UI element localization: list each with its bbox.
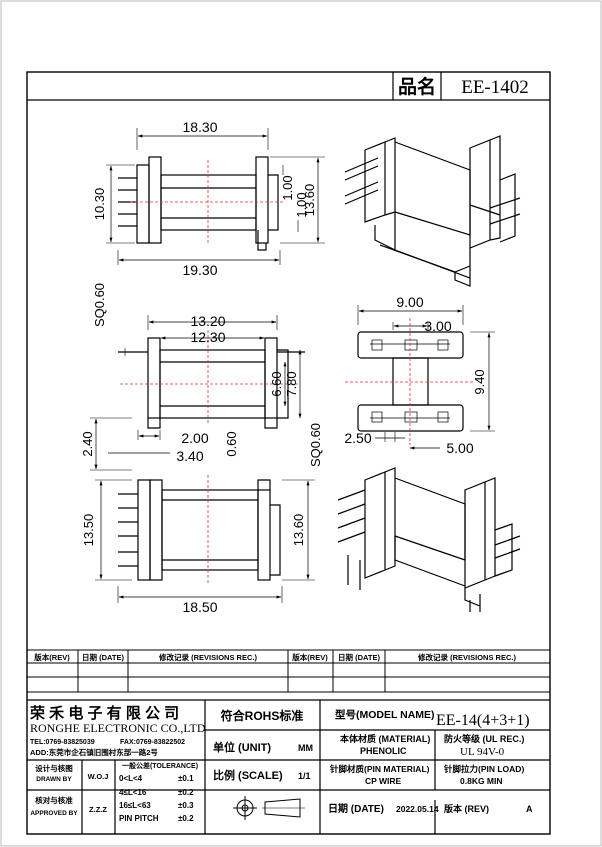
title-block-grid bbox=[27, 699, 550, 834]
tolerance-range-1: 0<L<4 bbox=[119, 774, 143, 783]
dim-end-pitch: 2.50 bbox=[344, 430, 371, 446]
company-fax: FAX:0769-83822502 bbox=[120, 739, 185, 746]
dim-bottom-height-left: 13.50 bbox=[81, 514, 96, 547]
dim-end-width: 9.00 bbox=[396, 294, 423, 310]
scale-label: 比例 (SCALE) bbox=[213, 768, 283, 782]
rev-header-rev-2: 版本(REV) bbox=[291, 652, 328, 662]
dim-end-inner: 3.00 bbox=[424, 318, 451, 334]
dim-top-d2: 1.00 bbox=[294, 192, 309, 217]
unit-value: MM bbox=[298, 743, 313, 753]
rev-header-rev-1: 版本(REV) bbox=[33, 652, 70, 662]
projection-symbol-icon bbox=[233, 796, 305, 820]
tolerance-value-3: ±0.3 bbox=[178, 801, 194, 810]
dim-side-h2: 7.80 bbox=[284, 371, 299, 396]
date-value: 2022.05.14 bbox=[396, 804, 439, 814]
scale-value: 1/1 bbox=[298, 771, 311, 781]
tolerance-range-3: 16≤L<63 bbox=[119, 801, 151, 810]
dim-side-sq-left: SQ0.60 bbox=[92, 283, 107, 327]
rohs-label: 符合ROHS标准 bbox=[221, 708, 304, 723]
part-name-box: 品名 EE-1402 bbox=[27, 72, 550, 101]
dim-bottom-height-right: 13.60 bbox=[291, 514, 306, 547]
pin-material-value: CP WIRE bbox=[365, 776, 402, 786]
end-view bbox=[345, 305, 495, 450]
material-label: 本体材质 (MATERIAL) bbox=[340, 733, 430, 744]
dim-top-height-right: 13.60 bbox=[302, 184, 317, 217]
top-view bbox=[106, 128, 325, 265]
unit-label: 单位 (UNIT) bbox=[213, 740, 271, 754]
rev-value: A bbox=[526, 804, 533, 814]
pin-load-label: 针脚拉力(PIN LOAD) bbox=[444, 764, 524, 774]
dim-top-width: 18.30 bbox=[182, 119, 217, 135]
drawn-label-en: DRAWN BY bbox=[36, 776, 72, 783]
company-info: 荣 禾 电 子 有 限 公 司 RONGHE ELECTRONIC CO.,LT… bbox=[29, 704, 206, 757]
dim-top-d1: 1.00 bbox=[280, 175, 295, 200]
dim-side-w1: 13.20 bbox=[190, 313, 225, 329]
company-name-cn: 荣 禾 电 子 有 限 公 司 bbox=[29, 704, 179, 722]
flame-label: 防火等级 (UL REC.) bbox=[444, 733, 524, 744]
approved-label: 核对与核准 bbox=[35, 795, 73, 805]
rev-header-date-1: 日期 (DATE) bbox=[82, 652, 124, 662]
iso-view-bottom bbox=[337, 467, 521, 612]
dim-side-thick: 0.60 bbox=[224, 431, 239, 456]
pin-material-label: 针脚材质(PIN MATERIAL) bbox=[330, 764, 430, 774]
side-view bbox=[90, 315, 305, 471]
dim-end-height: 9.40 bbox=[472, 369, 487, 394]
company-address: ADD:东莞市企石镇旧围村东部一路2号 bbox=[30, 747, 158, 757]
tolerance-range-2: 4≤L<16 bbox=[119, 788, 147, 797]
approved-label-en: APPROVED BY bbox=[30, 810, 78, 817]
dim-side-offset: 2.40 bbox=[80, 431, 95, 456]
tolerance-range-4: PIN PITCH bbox=[119, 814, 159, 823]
dim-top-height-left: 10.30 bbox=[92, 188, 107, 221]
model-value: EE-14(4+3+1) bbox=[436, 712, 530, 729]
part-name-label: 品名 bbox=[398, 75, 436, 98]
tolerance-value-1: ±0.1 bbox=[178, 774, 194, 783]
dim-bottom-width: 18.50 bbox=[182, 599, 217, 615]
dim-end-span: 5.00 bbox=[446, 440, 473, 456]
rev-header-rec-1: 修改记录 (REVISIONS REC.) bbox=[158, 652, 257, 662]
part-name-value: EE-1402 bbox=[461, 77, 529, 98]
pin-load-value: 0.8KG MIN bbox=[460, 776, 503, 786]
rev-label: 版本 (REV) bbox=[443, 803, 489, 814]
dim-side-h1: 6.60 bbox=[269, 371, 284, 396]
company-tel: TEL:0769-83825039 bbox=[30, 739, 95, 746]
tolerance-table: 一般公差(TOLERANCE) 0<L<4 ±0.1 4≤L<16 ±0.2 1… bbox=[119, 761, 198, 823]
iso-view-top bbox=[344, 135, 521, 287]
revision-table bbox=[26, 649, 551, 693]
dim-side-pin-span: 3.40 bbox=[176, 448, 203, 464]
bottom-view bbox=[95, 475, 315, 603]
rev-header-rec-2: 修改记录 (REVISIONS REC.) bbox=[417, 652, 516, 662]
tolerance-value-4: ±0.2 bbox=[178, 814, 194, 823]
dim-side-w2: 12.30 bbox=[190, 329, 225, 345]
drawn-value: W.O.J bbox=[88, 772, 109, 781]
flame-value: UL 94V-0 bbox=[460, 746, 505, 758]
drawing-frame bbox=[26, 71, 551, 835]
tolerance-value-2: ±0.2 bbox=[178, 788, 194, 797]
rev-header-date-2: 日期 (DATE) bbox=[338, 652, 380, 662]
company-name-en: RONGHE ELECTRONIC CO.,LTD bbox=[30, 721, 206, 735]
tolerance-title: 一般公差(TOLERANCE) bbox=[122, 761, 198, 770]
approved-value: Z.Z.Z bbox=[89, 805, 107, 814]
dim-side-pitch: 2.00 bbox=[181, 430, 208, 446]
date-label: 日期 (DATE) bbox=[328, 802, 384, 815]
model-label: 型号(MODEL NAME) bbox=[335, 708, 435, 721]
dim-side-sq-right: SQ0.60 bbox=[308, 423, 323, 467]
dim-top-bottom-width: 19.30 bbox=[182, 262, 217, 278]
material-value: PHENOLIC bbox=[360, 746, 407, 756]
drawn-label: 设计与核图 bbox=[35, 763, 73, 773]
